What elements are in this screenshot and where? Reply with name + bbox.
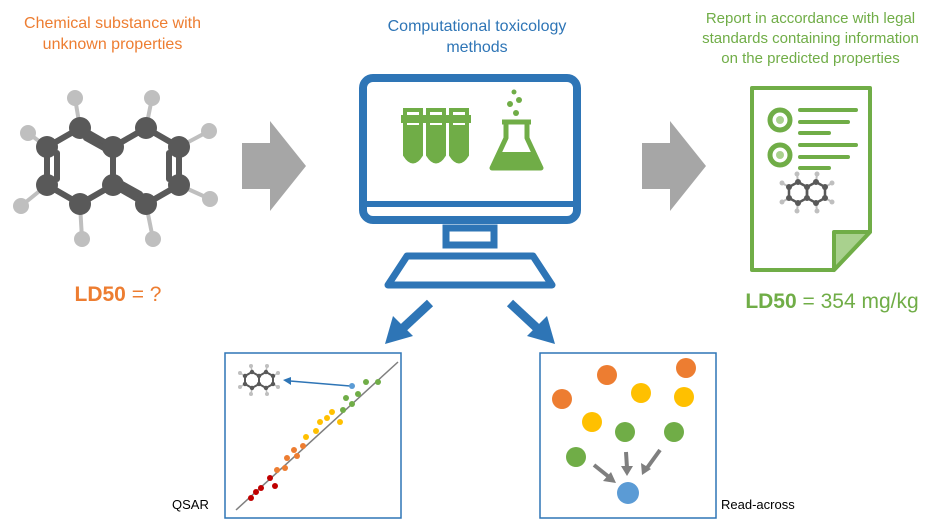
report-ld50-label: LD50 [745,290,797,313]
readacross-arrows [592,448,662,479]
flask-icon [489,89,544,171]
input-caption-line-1: Chemical substance with [24,15,201,32]
naphthalene-molecule-icon [13,90,218,247]
arrow-right-icon [242,121,306,211]
methods-caption-line-2: methods [446,39,508,56]
small-molecule-icon [779,171,835,214]
input-caption-line-2: unknown properties [42,36,183,53]
input-ld50-value: = ? [125,283,162,306]
report-document-icon [750,86,872,272]
mini-molecule-icon [238,364,280,396]
readacross-panel [539,352,717,519]
qsar-panel [224,352,402,519]
input-ld50-label: LD50 [74,283,126,306]
report-caption-line-1: Report in accordance with legal [705,10,916,27]
report-caption-line-3: on the predicted properties [721,50,900,67]
input-caption: Chemical substance with unknown properti… [0,13,225,55]
report-caption-line-2: standards containing information [702,30,919,47]
regression-line [235,361,399,511]
qsar-points [248,379,381,501]
methods-caption-line-1: Computational toxicology [387,18,567,35]
methods-caption: Computational toxicology methods [352,16,602,58]
report-ld50-value: = 354 mg/kg [796,290,919,313]
test-tubes-icon [401,108,471,164]
blue-arrow-right-icon [506,299,555,344]
blue-arrow-left-icon [385,299,434,344]
report-ld50: LD50 = 354 mg/kg [732,289,932,315]
qsar-label: QSAR [172,497,209,512]
report-caption: Report in accordance with legal standard… [683,9,938,69]
readacross-points [552,358,696,504]
arrow-right-icon [642,121,706,211]
computer-monitor-icon [359,74,581,289]
input-ld50: LD50 = ? [58,282,178,308]
readacross-label: Read-across [721,497,795,512]
